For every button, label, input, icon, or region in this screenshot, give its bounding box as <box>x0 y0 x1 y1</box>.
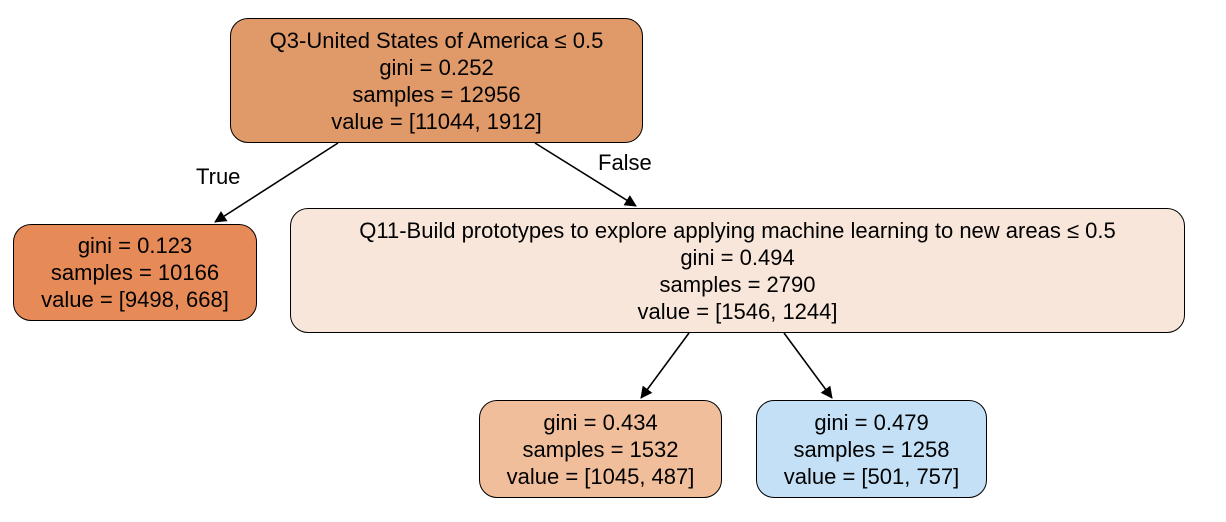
tree-node-right-right-leaf: gini = 0.479 samples = 1258 value = [501… <box>756 400 987 498</box>
node-samples: samples = 1258 <box>793 436 950 462</box>
node-samples: samples = 1532 <box>522 436 679 462</box>
edge-label-false: False <box>598 150 652 175</box>
node-samples: samples = 2790 <box>659 271 816 297</box>
node-gini: gini = 0.252 <box>379 54 494 80</box>
node-value: value = [9498, 668] <box>41 287 229 312</box>
tree-node-root: Q3-United States of America ≤ 0.5 gini =… <box>230 18 643 143</box>
node-value: value = [501, 757] <box>783 463 960 489</box>
node-value: value = [1546, 1244] <box>637 298 838 324</box>
node-gini: gini = 0.479 <box>814 409 929 435</box>
edge-label-true: True <box>196 164 241 189</box>
tree-node-right-left-leaf: gini = 0.434 samples = 1532 value = [104… <box>479 400 722 498</box>
tree-node-right-split: Q11-Build prototypes to explore applying… <box>290 208 1185 333</box>
node-samples: samples = 12956 <box>352 81 521 107</box>
edge-root-right <box>534 142 637 207</box>
node-value: value = [1045, 487] <box>506 463 695 489</box>
node-split-condition: Q3-United States of America ≤ 0.5 <box>269 27 604 53</box>
node-gini: gini = 0.494 <box>680 244 795 270</box>
node-gini: gini = 0.434 <box>543 409 658 435</box>
tree-node-left-leaf: gini = 0.123 samples = 10166 value = [94… <box>13 224 257 321</box>
node-gini: gini = 0.123 <box>77 233 193 258</box>
node-split-condition: Q11-Build prototypes to explore applying… <box>359 217 1116 243</box>
node-value: value = [11044, 1912] <box>331 108 542 134</box>
edge-root-left <box>214 142 339 223</box>
node-samples: samples = 10166 <box>50 260 220 285</box>
edge-right-rl <box>640 332 690 399</box>
edge-right-rr <box>783 332 833 399</box>
